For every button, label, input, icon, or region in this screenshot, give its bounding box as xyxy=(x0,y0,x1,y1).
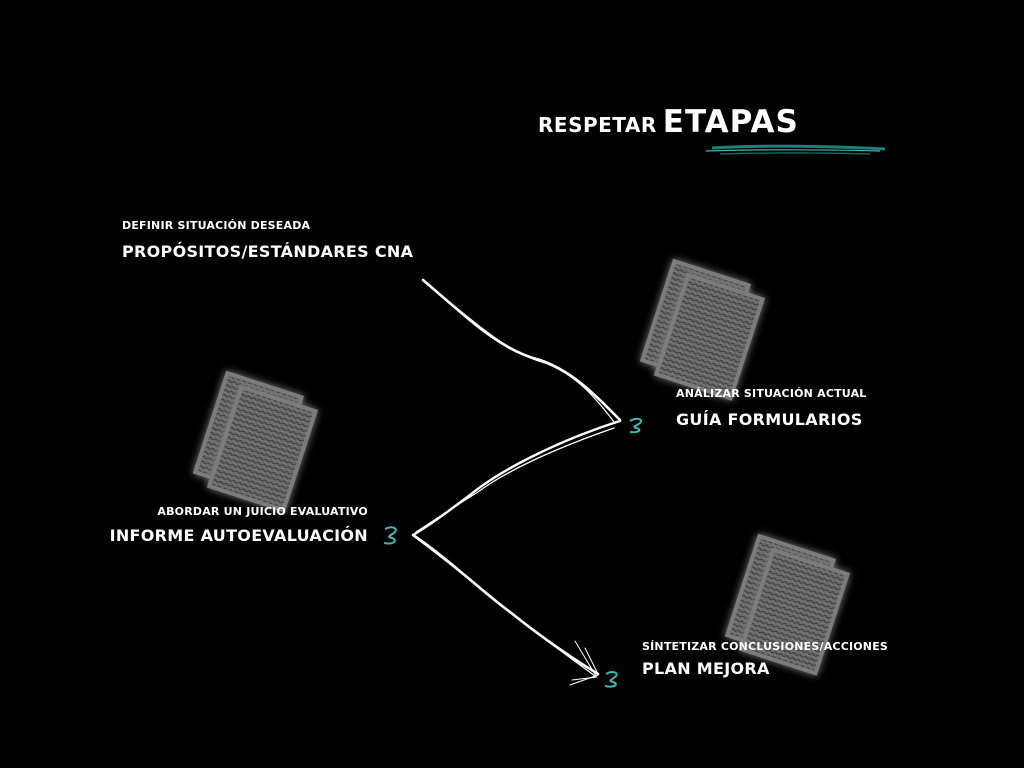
stage-4-title: PLAN MEJORA xyxy=(642,659,770,678)
stage-2-title: GUÍA FORMULARIOS xyxy=(676,410,863,429)
stage-1-subtitle: DEFINIR SITUACIÓN DESEADA xyxy=(122,219,311,232)
title-word-respetar: RESPETAR xyxy=(538,113,657,137)
document-stack-icon xyxy=(640,259,765,401)
stage-3-title: INFORME AUTOEVALUACIÓN xyxy=(109,526,368,545)
stage-1-title: PROPÓSITOS/ESTÁNDARES CNA xyxy=(122,242,414,261)
stage-2-subtitle: ANÁLIZAR SITUACIÓN ACTUAL xyxy=(676,387,867,400)
title-word-etapas: ETAPAS xyxy=(662,104,799,140)
teal-swirl-icon xyxy=(604,671,618,688)
title-underline xyxy=(705,144,886,155)
stage-4-subtitle: SÍNTETIZAR CONCLUSIONES/ACCIONES xyxy=(642,640,889,653)
connector-lines xyxy=(411,278,622,686)
teal-swirl-icon xyxy=(383,526,397,545)
teal-swirl-icon xyxy=(629,417,642,434)
document-stack-icon xyxy=(725,534,850,676)
stage-3-subtitle: ABORDAR UN JUICIO EVALUATIVO xyxy=(157,505,368,518)
document-stack-icon xyxy=(193,371,318,513)
